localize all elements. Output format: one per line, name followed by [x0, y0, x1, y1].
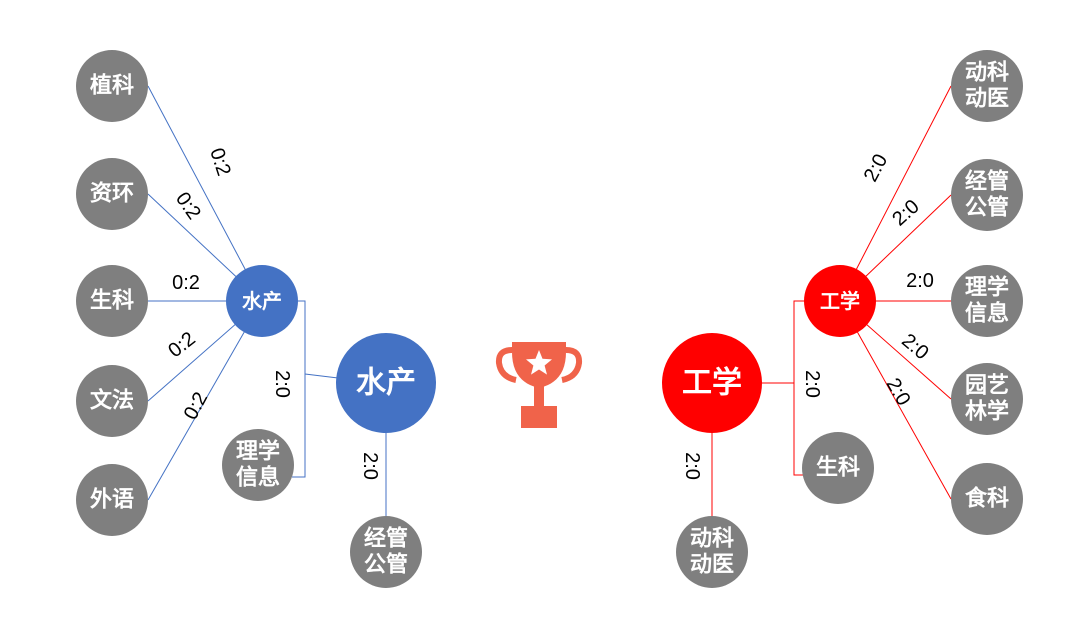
left-r1-score-4: 0:2	[180, 389, 212, 424]
left-r1-opponent-1: 资环	[76, 158, 148, 230]
left-r1-opponent-3: 文法	[76, 365, 148, 437]
left-r2-score: 2:0	[271, 370, 293, 398]
right-r1-score-4: 2:0	[882, 374, 915, 409]
right-final-opponent-circle	[676, 516, 748, 588]
right-r2-bracket	[793, 300, 807, 476]
right-r1-link-0	[839, 85, 952, 302]
right-semifinal-team-circle	[662, 333, 762, 433]
right-r1-opponent-3-label: 林学	[965, 399, 1009, 425]
left-r1-opponent-3-label: 文法	[90, 388, 134, 414]
right-final-opponent-label: 动医	[690, 553, 734, 578]
left-hub-team-label: 水产	[242, 289, 282, 313]
left-r1-opponent-3-circle	[76, 365, 148, 437]
left-r1-score-1: 0:2	[171, 188, 205, 223]
right-semifinal-team: 工学	[662, 333, 762, 433]
left-final-score: 2:0	[359, 452, 381, 480]
right-r1-opponent-3-label: 园艺	[965, 372, 1009, 398]
left-r2-opponent-circle	[222, 429, 294, 501]
right-r2-score: 2:0	[801, 370, 823, 398]
left-r1-score-0: 0:2	[205, 145, 235, 178]
left-r1-opponent-4: 外语	[76, 464, 148, 536]
right-r1-opponent-3-circle	[951, 363, 1023, 435]
right-r1-opponent-0-label: 动医	[965, 87, 1009, 112]
right-r2-opponent-label: 生科	[816, 456, 860, 481]
left-r1-opponent-0-label: 植科	[90, 73, 134, 99]
right-final-opponent-label: 动科	[690, 526, 734, 551]
left-r1-opponent-2-circle	[76, 265, 148, 337]
left-r1-link-4	[147, 300, 263, 501]
left-r1-opponent-1-label: 资环	[90, 182, 134, 207]
right-r1-opponent-4-circle	[951, 463, 1023, 535]
left-r1-link-0	[147, 85, 263, 302]
right-r1-opponent-1-circle	[951, 159, 1023, 231]
left-r2-join	[304, 373, 339, 379]
right-r1-opponent-1-label: 经管	[965, 168, 1009, 194]
left-r1-opponent-4-label: 外语	[90, 487, 134, 513]
right-r1-link-4	[839, 300, 952, 500]
left-r1-opponent-4-circle	[76, 464, 148, 536]
left-final-opponent-circle	[350, 516, 422, 588]
left-r1-opponent-0: 植科	[76, 50, 148, 122]
right-r1-score-3: 2:0	[897, 330, 932, 365]
right-r1-score-2: 2:0	[906, 270, 934, 292]
right-semifinal-team-label: 工学	[682, 366, 742, 401]
left-r1-score-3: 0:2	[164, 328, 199, 362]
right-r1-opponent-4: 食科	[951, 463, 1023, 535]
right-r1-opponent-4-label: 食科	[965, 486, 1009, 512]
left-r2-bracket	[292, 300, 306, 478]
left-r1-opponent-2: 生科	[76, 265, 148, 337]
right-r1-opponent-2-label: 理学	[965, 274, 1009, 300]
right-r2-opponent: 生科	[802, 432, 874, 504]
right-r1-opponent-0-circle	[951, 50, 1023, 122]
right-r1-score-0: 2:0	[860, 151, 892, 186]
left-semifinal-team: 水产	[336, 333, 436, 433]
left-r1-opponent-0-circle	[76, 50, 148, 122]
right-r1-opponent-1-label: 公管	[965, 195, 1009, 221]
bracket-nodes: 植科资环生科文法外语水产理学信息水产经管公管动科动医经管公管理学信息园艺林学食科…	[76, 50, 1023, 588]
right-r2-opponent-circle	[802, 432, 874, 504]
left-r2-opponent-label: 信息	[236, 465, 280, 491]
right-hub-team: 工学	[804, 265, 876, 337]
trophy-star-icon	[495, 342, 583, 428]
left-final-opponent-label: 经管	[364, 525, 408, 551]
left-r1-opponent-1-circle	[76, 158, 148, 230]
right-r1-opponent-2-label: 信息	[965, 301, 1009, 327]
right-r1-opponent-0-label: 动科	[965, 60, 1009, 85]
left-semifinal-team-label: 水产	[356, 366, 416, 401]
left-r1-score-2: 0:2	[172, 272, 200, 294]
right-r1-score-1: 2:0	[888, 196, 923, 231]
left-r2-opponent-label: 理学	[236, 438, 280, 464]
left-r1-opponent-2-label: 生科	[90, 289, 134, 314]
left-final-opponent-label: 公管	[364, 552, 408, 578]
right-hub-team-label: 工学	[820, 289, 860, 313]
left-hub-team-circle	[226, 265, 298, 337]
right-final-score: 2:0	[681, 452, 703, 480]
right-hub-team-circle	[804, 265, 876, 337]
left-hub-team: 水产	[226, 265, 298, 337]
right-r1-opponent-2-circle	[951, 265, 1023, 337]
left-semifinal-team-circle	[336, 333, 436, 433]
